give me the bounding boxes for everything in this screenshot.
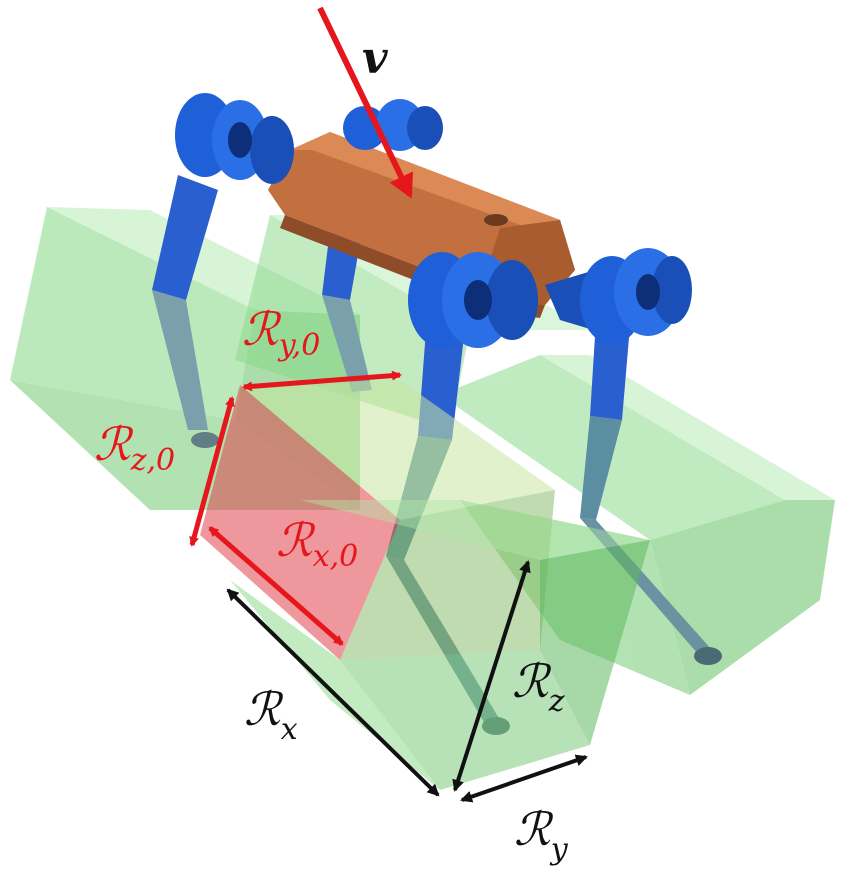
hip-joint-back-right xyxy=(343,99,443,151)
label-ry: ℛy xyxy=(514,802,569,867)
robot-hip-joints xyxy=(175,93,692,348)
velocity-label: v xyxy=(362,33,388,84)
arrow-rz0 xyxy=(189,396,235,547)
arrow-rx xyxy=(226,588,440,797)
label-rx0: ℛx,0 xyxy=(276,513,358,574)
hip-joint-back-left xyxy=(175,93,294,184)
label-rx: ℛx xyxy=(244,682,298,747)
final-dimension-arrows xyxy=(226,560,588,803)
label-rz0: ℛz,0 xyxy=(94,417,175,478)
hip-joint-front-left xyxy=(408,252,538,348)
hip-joint-front-right xyxy=(545,248,692,344)
label-rz: ℛz xyxy=(512,654,565,719)
velocity-arrow xyxy=(317,6,414,199)
arrow-ry0 xyxy=(242,370,402,392)
arrow-rz xyxy=(452,560,531,792)
label-ry0: ℛy,0 xyxy=(242,302,320,363)
arrow-ry xyxy=(460,754,588,803)
